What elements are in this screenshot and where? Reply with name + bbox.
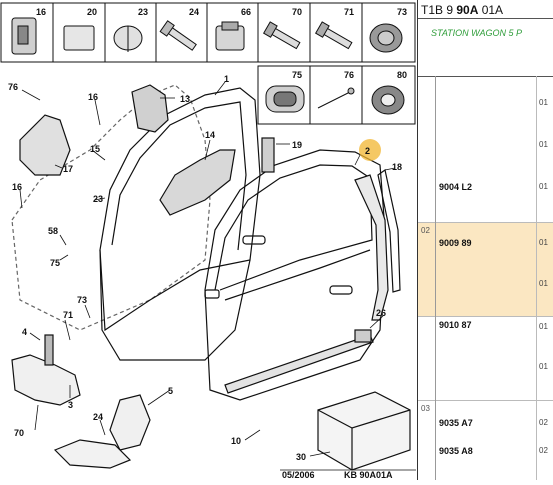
thumb-num-73: 73 (397, 7, 407, 17)
qty-cell: 01 (539, 98, 548, 107)
callout-70: 70 (14, 428, 24, 438)
callout-30: 30 (296, 452, 306, 462)
footer-date: 05/2006 (282, 470, 315, 480)
group-code: 02 (421, 226, 430, 235)
qty-cell: 01 (539, 279, 548, 288)
qty-cell: 01 (539, 238, 548, 247)
thumb-num-23: 23 (138, 7, 148, 17)
thumb-num-75: 75 (292, 70, 302, 80)
callout-58: 58 (48, 226, 58, 236)
callout-26: 26 (376, 308, 386, 318)
door-assembly-drawing (11, 84, 411, 471)
footer-ref: KB 90A01A (344, 470, 393, 480)
thumb-num-70: 70 (292, 7, 302, 17)
callout-16b: 16 (12, 182, 22, 192)
selected-group-band (418, 222, 553, 316)
plate-ref-code: 90A (456, 3, 479, 17)
callout-3: 3 (68, 400, 73, 410)
qty-cell: 01 (539, 182, 548, 191)
callout-2: 2 (365, 146, 370, 156)
callout-1: 1 (224, 74, 229, 84)
callout-5: 5 (168, 386, 173, 396)
callout-76: 76 (8, 82, 18, 92)
parts-diagram: 16 20 23 24 66 70 71 73 75 76 80 (0, 2, 416, 480)
callout-71: 71 (63, 310, 73, 320)
qty-cell: 02 (539, 418, 548, 427)
model-variant: STATION WAGON 5 P (431, 28, 523, 38)
plate-ref-suffix: 01A (478, 3, 504, 17)
thumb-num-24: 24 (189, 7, 199, 17)
callout-19: 19 (292, 140, 302, 150)
header-divider-2 (418, 76, 553, 77)
qty-cell: 01 (539, 140, 548, 149)
callout-17: 17 (63, 164, 73, 174)
part-number[interactable]: 9004 L2 (439, 182, 473, 192)
callout-73: 73 (77, 295, 87, 305)
part-number[interactable]: 9035 A8 (439, 446, 473, 456)
thumbnail-sketches (11, 17, 405, 115)
plate-ref-prefix: T1B 9 (421, 3, 457, 17)
thumb-num-16: 16 (36, 7, 46, 17)
part-number[interactable]: 9009 89 (439, 238, 472, 248)
qty-cell: 01 (539, 322, 548, 331)
thumb-num-80: 80 (397, 70, 407, 80)
callout-10: 10 (231, 436, 241, 446)
callout-75: 75 (50, 258, 60, 268)
callout-14: 14 (205, 130, 215, 140)
parts-list-panel: T1B 9 90A 01A STATION WAGON 5 P 01 01 90… (417, 0, 553, 480)
qty-cell: 02 (539, 446, 548, 455)
leader-lines (19, 81, 396, 457)
thumbnail-grid (0, 2, 416, 125)
qty-cell: 01 (539, 362, 548, 371)
thumb-num-71: 71 (344, 7, 354, 17)
callout-13: 13 (180, 94, 190, 104)
callout-4: 4 (22, 327, 27, 337)
callout-16: 16 (88, 92, 98, 102)
callout-15: 15 (90, 144, 100, 154)
plate-reference: T1B 9 90A 01A (421, 3, 503, 17)
highlight-marker (359, 139, 381, 161)
part-number[interactable]: 9035 A7 (439, 418, 473, 428)
callout-24: 24 (93, 412, 103, 422)
group-code: 03 (421, 404, 430, 413)
thumb-num-20: 20 (87, 7, 97, 17)
header-divider (418, 18, 553, 19)
callout-23: 23 (93, 194, 103, 204)
thumb-num-76: 76 (344, 70, 354, 80)
part-number[interactable]: 9010 87 (439, 320, 472, 330)
thumb-num-66: 66 (241, 7, 251, 17)
callout-18: 18 (392, 162, 402, 172)
